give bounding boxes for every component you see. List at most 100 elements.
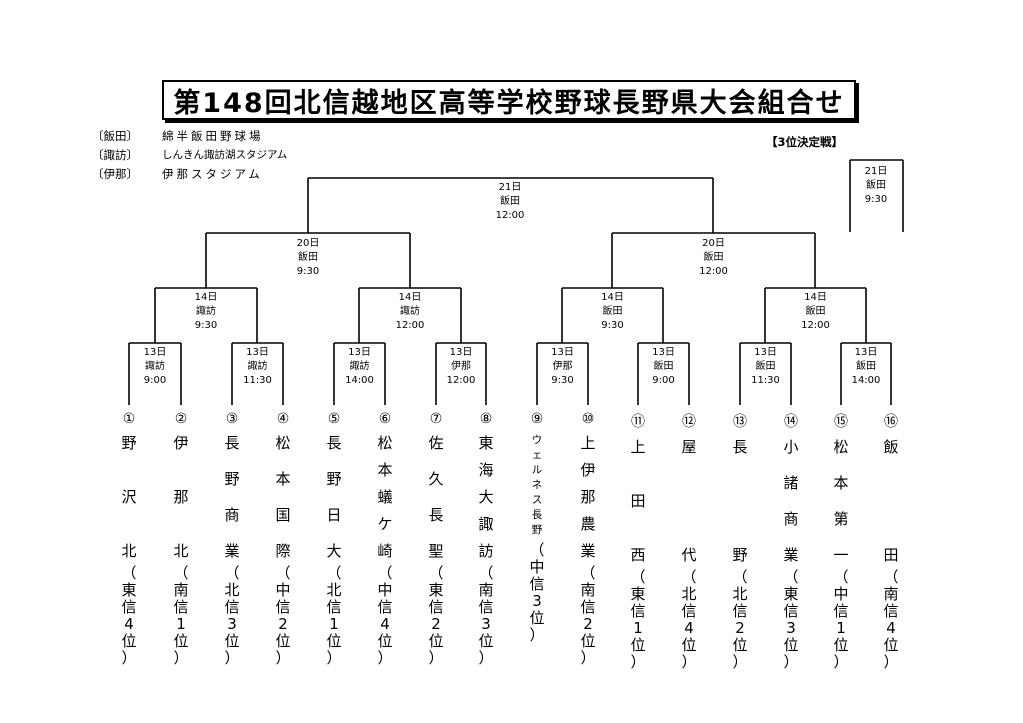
team-name: 小諸商業 [783,438,799,564]
team-name: 松本第一 [833,438,849,564]
venue-legend: 〔飯田〕 綿半飯田野球場 〔諏訪〕 しんきん諏訪湖スタジアム 〔伊那〕 伊那スタ… [92,127,287,184]
first-round-match-info: 13日諏訪 14:00 [330,346,390,388]
match-venue: 伊那 [451,361,471,372]
team-seed-number: ⑩ [581,411,595,427]
venue-row-ina: 〔伊那〕 伊那スタジアム [92,165,287,184]
match-venue: 諏訪 [349,361,370,372]
team-seed-number: ⑭ [784,414,798,430]
match-time: 9:30 [551,375,574,386]
team-seed-number: ⑧ [479,411,493,427]
match-venue: 飯田 [500,196,520,207]
match-date: 21日 [498,182,522,193]
team-seed-number: ⑪ [631,414,645,430]
third-place-match-info: 21日飯田 9:30 [846,165,906,207]
match-venue: 飯田 [703,252,724,263]
team-seed-number: ① [122,411,136,427]
match-time: 9:00 [652,375,675,386]
match-time: 12:00 [446,375,476,386]
match-date: 13日 [348,347,371,358]
match-venue: 飯田 [866,180,886,191]
match-time: 9:30 [296,266,320,277]
match-time: 12:00 [699,266,728,277]
team-name: 長野日大 [326,434,342,560]
venue-name: 綿半飯田野球場 [162,129,264,143]
venue-name: 伊那スタジアム [162,167,263,181]
team-name: 上田西 [630,438,646,564]
team-seed-number: ⑦ [429,411,443,427]
match-time: 9:30 [194,320,218,331]
match-time: 14:00 [345,375,374,386]
match-date: 13日 [551,347,574,358]
team-seed-number: ⑫ [682,414,696,430]
match-time: 12:00 [801,320,830,331]
match-venue: 飯田 [653,361,674,372]
match-date: 13日 [854,347,878,358]
match-date: 14日 [601,292,624,303]
team-name: 飯田 [883,438,899,564]
team-name: 松本蟻ケ崎 [377,434,393,560]
match-venue: 諏訪 [145,361,165,372]
team-seed-number: ⑨ [530,411,544,427]
match-venue: 諏訪 [247,361,268,372]
venue-name: しんきん諏訪湖スタジアム [162,149,288,161]
team-name: 東海大諏訪 [478,434,494,560]
team-seed-number: ⑬ [733,414,747,430]
team-name: 長野 [732,438,748,564]
venue-row-suwa: 〔諏訪〕 しんきん諏訪湖スタジアム [92,146,287,165]
team-name: 上伊那農業 [580,434,596,560]
match-time: 9:30 [864,194,888,205]
match-venue: 飯田 [856,361,876,372]
team-name: 松本国際 [275,434,291,560]
match-venue: 諏訪 [400,306,420,317]
match-date: 21日 [864,166,888,177]
match-time: 11:30 [243,375,272,386]
team-name: 伊那北 [173,434,189,560]
team-name: 野沢北 [121,434,137,560]
match-venue: 飯田 [755,361,776,372]
match-date: 13日 [143,347,167,358]
match-date: 13日 [449,347,473,358]
team-seed-number: ⑯ [884,414,898,430]
team-seed-number: ⑥ [378,411,392,427]
team-seed-number: ⑮ [834,414,848,430]
match-date: 13日 [754,347,777,358]
match-venue: 飯田 [602,306,623,317]
page-title: 第148回北信越地区高等学校野球長野県大会組合せ [173,87,845,119]
match-venue: 飯田 [298,252,318,263]
match-date: 14日 [194,292,218,303]
final-match-info: 21日飯田 12:00 [480,181,540,223]
venue-row-iida: 〔飯田〕 綿半飯田野球場 [92,127,287,146]
match-date: 14日 [398,292,422,303]
match-time: 12:00 [495,210,525,221]
match-venue: 飯田 [805,306,826,317]
